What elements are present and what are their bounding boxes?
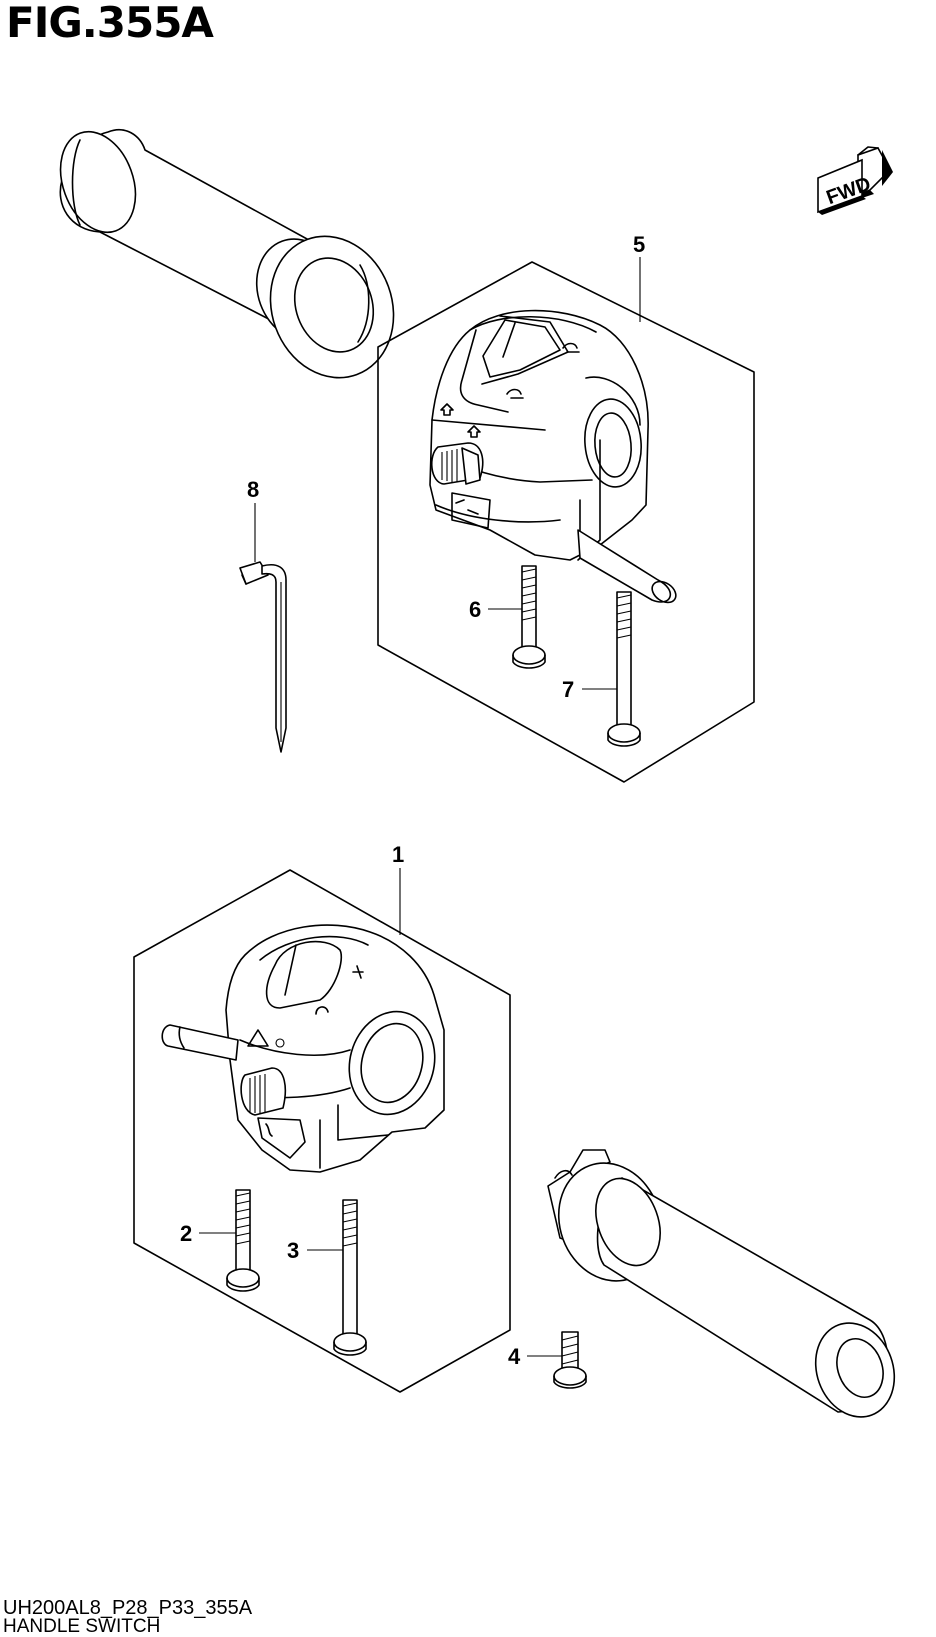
figure-title: FIG.355A — [6, 0, 214, 47]
callout-6: 6 — [469, 597, 481, 622]
screw-3 — [333, 1199, 367, 1356]
screw-4 — [553, 1331, 587, 1389]
callout-7: 7 — [562, 677, 574, 702]
callout-5: 5 — [633, 232, 645, 257]
screw-7 — [607, 591, 641, 747]
figure-code: UH200AL8_P28_P33_355A — [3, 1597, 253, 1619]
callout-1: 1 — [392, 842, 404, 867]
callout-4: 4 — [508, 1344, 521, 1369]
right-switch-assembly-kit: 5 — [377, 232, 755, 783]
left-switch-assembly-kit: 1 2 — [133, 842, 511, 1393]
right-handlebar-grip — [547, 1149, 896, 1418]
forward-arrow-icon: FWD — [817, 146, 893, 215]
callout-3: 3 — [287, 1238, 299, 1263]
left-handlebar-grip — [59, 128, 395, 379]
screw-2 — [226, 1189, 260, 1292]
callout-8: 8 — [247, 477, 259, 502]
cable-tie-8: 8 — [239, 477, 287, 753]
screw-6 — [512, 565, 546, 669]
figure-name: HANDLE SWITCH — [3, 1616, 161, 1637]
callout-2: 2 — [180, 1221, 192, 1246]
